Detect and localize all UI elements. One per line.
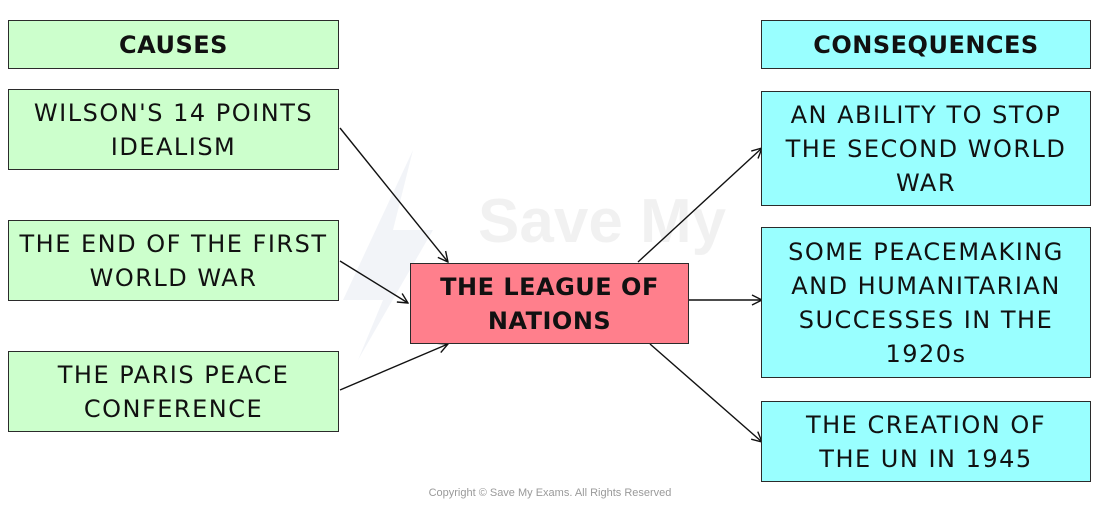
arrow-cause-1-to-center — [339, 127, 448, 262]
cause-box-end-of-first-world-war: THE END OF THE FIRST WORLD WAR — [8, 220, 339, 301]
consequence-box-peacemaking-successes: SOME PEACEMAKING AND HUMANITARIAN SUCCES… — [761, 227, 1091, 378]
consequence-box-creation-of-un: THE CREATION OF THE UN IN 1945 — [761, 401, 1091, 482]
consequence-box-stop-second-world-war: AN ABILITY TO STOP THE SECOND WORLD WAR — [761, 91, 1091, 206]
arrow-cause-2-to-center — [339, 260, 408, 303]
center-box-league-of-nations: THE LEAGUE OF NATIONS — [410, 263, 689, 344]
arrow-center-to-cons-1 — [637, 148, 762, 263]
cause-box-paris-peace-conference: THE PARIS PEACE CONFERENCE — [8, 351, 339, 432]
cause-box-wilsons-14-points: WILSON'S 14 POINTS IDEALISM — [8, 89, 339, 170]
consequences-header: CONSEQUENCES — [761, 20, 1091, 69]
arrow-cause-3-to-center — [339, 344, 448, 391]
copyright-notice: Copyright © Save My Exams. All Rights Re… — [428, 487, 672, 499]
causes-header: CAUSES — [8, 20, 339, 69]
arrow-center-to-cons-3 — [649, 343, 762, 442]
watermark-logo-icon — [343, 150, 433, 360]
